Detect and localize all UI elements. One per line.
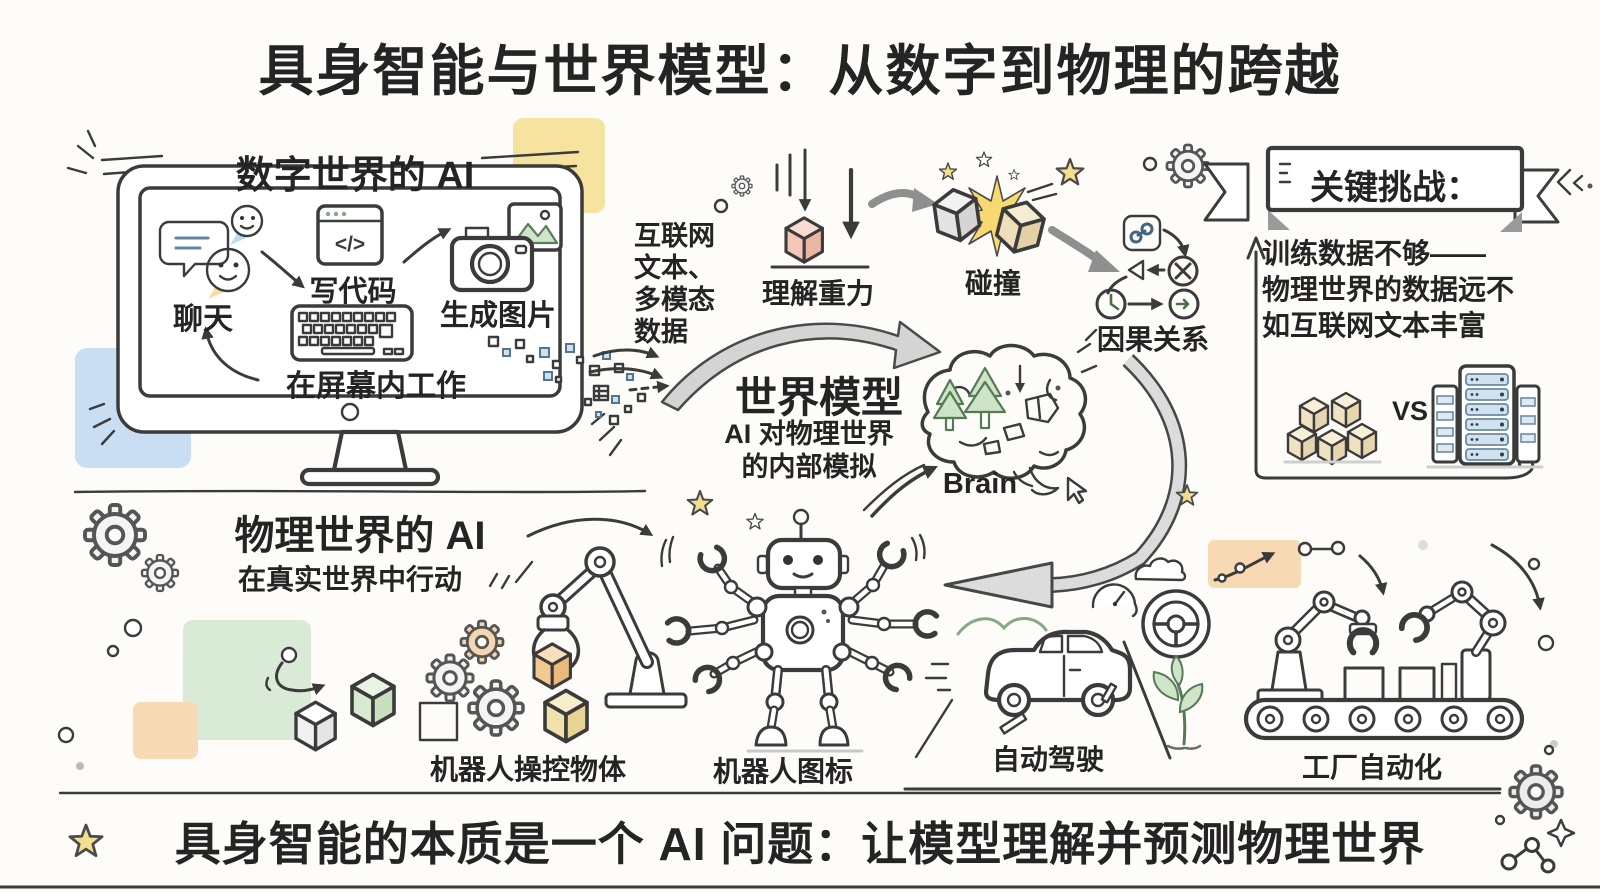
cloud-icon [1134, 557, 1187, 582]
chat-label: 聊天 [173, 303, 233, 336]
bounce-arrow [265, 646, 326, 696]
conveyor-belt-icon [1243, 697, 1525, 741]
gear-icon [467, 679, 525, 737]
steering-wheel-icon [1141, 589, 1211, 659]
robot-arm-label: 机器人操控物体 [429, 754, 626, 785]
server-rack-icon [1426, 364, 1544, 469]
white-cube-icon [294, 700, 337, 752]
falling-cube-icon [784, 216, 824, 264]
link-icon [1122, 214, 1162, 252]
gear-icon [1508, 764, 1564, 820]
green-box-icon [1343, 666, 1385, 702]
scatter-dots [57, 618, 143, 770]
gear-icon [140, 553, 180, 593]
sparkle-icon [1546, 818, 1576, 848]
orange-box-icon [532, 642, 572, 690]
brain-label: Brain [942, 468, 1018, 500]
speedometer-icon [1091, 583, 1138, 618]
challenge-body-text: 训练数据不够—— 物理世界的数据远不 如互联网文本丰富 [1262, 238, 1515, 341]
code-window-icon: </> [316, 204, 384, 266]
robot-to-brain-arrow [862, 463, 939, 518]
code-glyph: </> [335, 233, 365, 256]
arrow-right-icon [1168, 288, 1200, 320]
self-driving-illustration [914, 557, 1211, 760]
accent-green-square [183, 620, 311, 740]
node-doodle [1494, 744, 1556, 874]
cancel-icon [1167, 255, 1199, 287]
digital-world-header: 数字世界的 AI [235, 155, 475, 197]
clock-icon [1095, 288, 1127, 320]
trend-arrow [1213, 552, 1276, 583]
green-cube-icon [350, 672, 396, 728]
green-tile-icon [418, 701, 459, 742]
causality-icons [1095, 214, 1200, 320]
orange-box-icon [1398, 666, 1436, 702]
factory-illustration [1213, 540, 1558, 748]
gear-icon [425, 653, 475, 703]
pine-tree-icon [963, 366, 1007, 430]
screen-flow-arrows [201, 228, 452, 382]
small-data-cubes-icon [1283, 391, 1382, 466]
keyboard-icon [290, 304, 414, 362]
robot-illustration [660, 489, 937, 753]
data-out-arrows [588, 346, 670, 394]
cursor-icon [1066, 476, 1088, 505]
gravity-illustration [713, 148, 870, 269]
pine-tree-icon [932, 378, 968, 432]
yellow-cube-icon [543, 688, 589, 744]
star-icon [68, 823, 104, 858]
world-model-output-arrow [943, 354, 1188, 609]
sparkle-marks [66, 129, 623, 457]
brain-illustration [920, 328, 1098, 505]
play-left-icon [1127, 259, 1145, 281]
collision-illustration [868, 151, 1120, 272]
physical-world-header: 物理世界的 AI [234, 514, 486, 558]
robot-label: 机器人图标 [712, 756, 853, 787]
challenge-ribbon [1203, 145, 1593, 232]
code-label: 写代码 [309, 276, 397, 308]
car-icon [924, 629, 1133, 718]
world-model-subtitle: AI 对物理世界 的内部模拟 [724, 419, 894, 482]
internet-data-note: 互联网 文本、 多模态 数据 [634, 221, 715, 347]
collision-label: 碰撞 [964, 268, 1021, 299]
monitor-stand [331, 429, 409, 473]
gear-icon [83, 503, 147, 567]
check-marks [488, 560, 534, 590]
gear-icon [731, 175, 753, 197]
vs-label: VS [1391, 396, 1429, 426]
challenge-banner-label: 关键挑战： [1310, 169, 1480, 207]
physical-world-subheader: 在真实世界中行动 [237, 564, 462, 595]
causality-label: 因果关系 [1096, 324, 1209, 355]
gear-icon [1165, 143, 1211, 189]
section-divider-line [73, 489, 647, 494]
robot-arm-illustration [526, 517, 688, 709]
plant-icon [1152, 654, 1204, 750]
page-title: 具身智能与世界模型：从数字到物理的跨越 [258, 40, 1342, 102]
gravity-label: 理解重力 [761, 278, 874, 309]
camera-icon [449, 226, 535, 293]
road-lines [914, 640, 1172, 760]
footer-band [0, 744, 1600, 889]
chat-icon [158, 204, 264, 299]
gear-icon [459, 619, 505, 665]
rock-icon [1024, 392, 1060, 424]
screen-work-label: 在屏幕内工作 [286, 370, 466, 403]
factory-label: 工厂自动化 [1301, 752, 1442, 783]
world-model-input-arrow [660, 320, 942, 412]
image-gen-label: 生成图片 [439, 300, 556, 332]
world-model-title: 世界模型 [734, 374, 903, 421]
accent-orange-square [133, 702, 198, 759]
driving-label: 自动驾驶 [991, 744, 1104, 775]
footer-statement: 具身智能的本质是一个 AI 问题：让模型理解并预测物理世界 [174, 818, 1426, 870]
